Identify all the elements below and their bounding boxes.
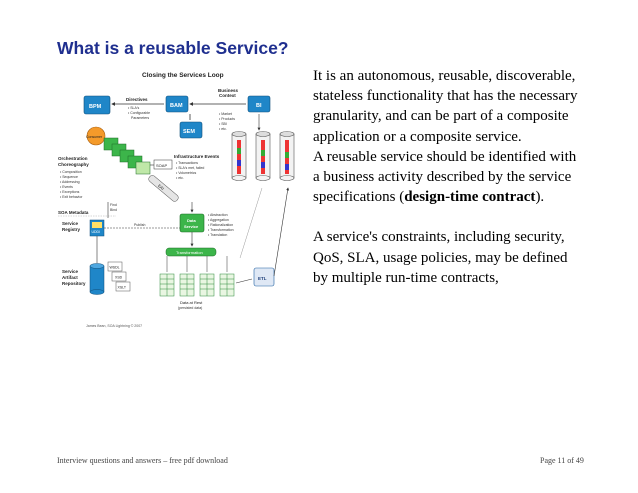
bi-box [247,95,271,113]
bi-label: BI [256,103,262,109]
database-cylinder-2 [255,131,271,181]
paragraph-identification-text: A reusable service should be identified … [313,148,577,206]
directives-label: Directives [126,97,148,102]
data-grid-1 [159,273,175,297]
bind-label: Bind [110,208,117,212]
bam-box [165,95,189,113]
business-item-2: • Products [219,117,235,121]
orch-item-1: • Composition [60,170,82,174]
service-stack-5 [135,161,151,175]
eai-label: EAI [157,183,165,191]
transformation-bar [165,247,217,257]
paragraph-identification-end: ). [535,189,545,206]
data-grid-3 [199,273,215,297]
database-cylinder-1 [231,131,247,181]
bpm-box [83,95,111,115]
data-grid-4 [219,273,235,297]
soap-box [153,159,173,170]
xsd-doc [111,271,127,282]
sem-label: SEM [183,129,195,135]
infra-item-4: • etc. [176,176,184,180]
database-cylinder-3 [279,131,295,181]
diagram-heading: Closing the Services Loop [142,72,224,79]
infra-events-label: Infrastructure Events [174,154,220,159]
business-item-4: • etc. [219,127,227,131]
transformation-label: Transformation [176,250,203,255]
repository-label-2: Artifact [62,275,78,280]
orch-item-3: • Addressing [60,180,80,184]
eai-tube: EAI [148,175,179,202]
bpm-label: BPM [89,104,102,110]
find-label: Find [110,203,117,207]
data-grid-2 [179,273,195,297]
xslt-doc [115,281,131,292]
data-at-rest-label-2: (persisted data) [178,306,202,310]
choreography-label: Choreography [58,162,89,167]
consumer-circle [86,126,106,146]
repository-label: Service [62,269,79,274]
registry-label-2: Registry [62,227,81,232]
abstraction-item-1: • Abstraction [208,213,228,217]
etl-box [253,267,275,287]
consumer-label: Consumer [86,135,103,139]
paragraph-constraints: A service's constraints, including secur… [313,229,568,286]
footer-source: Interview questions and answers – free p… [57,456,228,465]
orch-item-2: • Sequence [60,175,78,179]
orch-item-6: • Exit behavior [60,195,83,199]
paragraph-definition: It is an autonomous, reusable, discovera… [313,68,578,145]
abstraction-item-5: • Translation [208,233,227,237]
infra-item-2: • SLA's met, failed [176,166,204,170]
soa-metadata-label: SOA Metadata [58,210,89,215]
publish-label: Publish [134,223,146,227]
directives-item-1: • SLA's [128,106,139,110]
infra-item-3: • Volumetrics [176,171,197,175]
repository-cylinder [89,263,105,295]
wsdl-doc [107,261,123,272]
soap-label: SOAP [156,163,167,168]
business-context-label-2: Context [219,93,236,98]
abstraction-item-3: • Rationalization [208,223,233,227]
slide-title: What is a reusable Service? [57,38,289,58]
directives-item-2: • Configurable [128,111,150,115]
abstraction-item-4: • Transformation [208,228,234,232]
orch-item-4: • Events [60,185,73,189]
etl-label: ETL [258,276,267,281]
design-time-contract-term: design-time contract [404,189,536,206]
data-at-rest-label: Data at Rest [180,300,203,305]
diagram-credit: James Bean, SOA Lightning © 2007 [86,324,142,328]
data-service-label: Data [187,218,196,223]
footer-page-number: Page 11 of 49 [540,456,584,465]
abstraction-item-2: • Aggregation [208,218,229,222]
orch-item-5: • Exceptions [60,190,80,194]
xslt-label: XSLT [118,286,127,290]
paragraph-identification: A reusable service should be identified … [313,147,581,208]
slide-body: It is an autonomous, reusable, discovera… [313,66,581,288]
business-context-label: Business [218,88,239,93]
business-item-3: • SBI [219,122,227,126]
orchestration-label: Orchestration [58,156,88,161]
business-item-1: • Market [219,112,232,116]
repository-label-3: Repository [62,281,86,286]
sem-box [179,121,203,139]
wsdl-label: WSDL [110,266,120,270]
xsd-label: XSD [115,276,123,280]
data-service-label-2: Service [184,224,199,229]
closing-services-loop-diagram: Closing the Services Loop BPM BAM BI SEM… [58,72,295,328]
registry-label: Service [62,221,79,226]
infra-item-1: • Transactions [176,161,198,165]
data-service-box [179,213,205,233]
uddi-label: UDDI [92,230,101,234]
bam-label: BAM [170,103,183,109]
directives-item-3: Parameters [131,116,149,120]
